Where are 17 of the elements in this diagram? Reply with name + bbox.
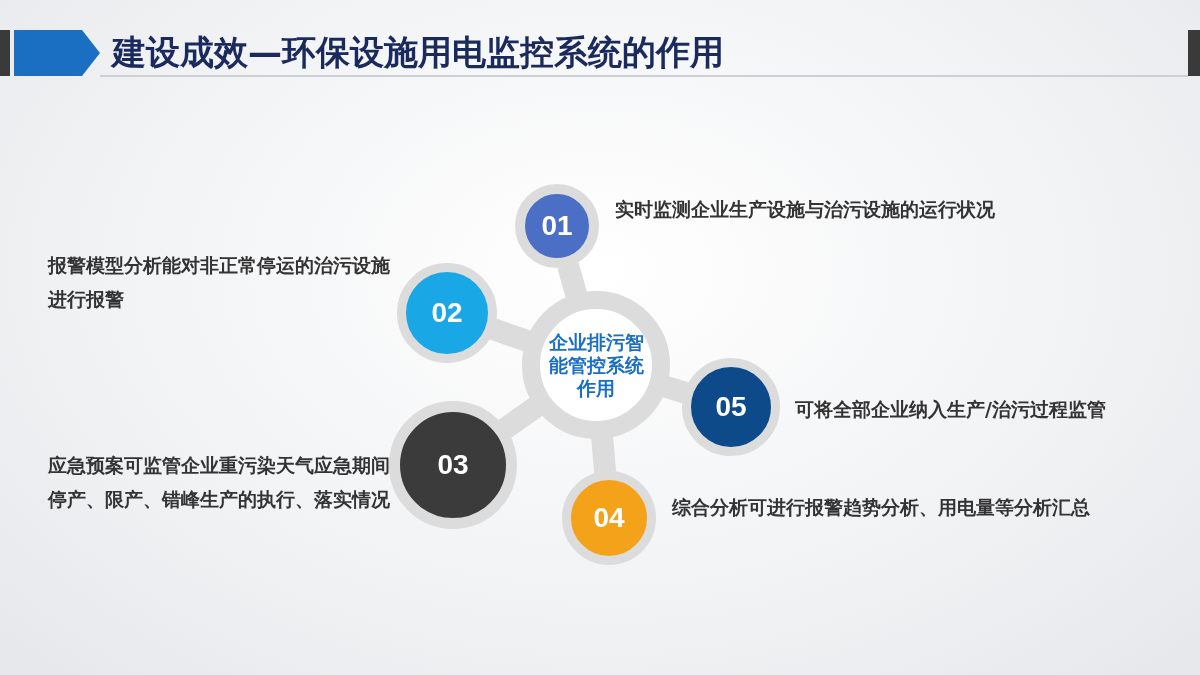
description-text: 可将全部企业纳入生产/治污过程监管 xyxy=(795,397,1107,422)
step-number: 05 xyxy=(715,391,747,423)
step-number: 03 xyxy=(437,449,469,481)
description-text: 综合分析可进行报警趋势分析、用电量等分析汇总 xyxy=(672,495,1091,520)
step-number: 04 xyxy=(593,502,625,534)
connector-band xyxy=(557,262,587,298)
connector-band xyxy=(662,376,689,404)
step-number: 02 xyxy=(431,297,463,329)
slide-title: 建设成效—环保设施用电监控系统的作用 xyxy=(112,31,724,74)
description-text: 报警模型分析能对非正常停运的治污设施进行报警 xyxy=(48,253,391,312)
step-number: 01 xyxy=(541,210,573,242)
center-label: 企业排污智能管控系统作用 xyxy=(548,330,644,400)
description-text: 应急预案可监管企业重污染天气应急期间停产、限产、错峰生产的执行、落实情况 xyxy=(48,453,391,512)
connector-band xyxy=(591,436,617,474)
connector-band xyxy=(498,397,543,438)
description-text: 实时监测企业生产设施与治污设施的运行状况 xyxy=(615,197,996,222)
connector-band xyxy=(489,318,531,352)
